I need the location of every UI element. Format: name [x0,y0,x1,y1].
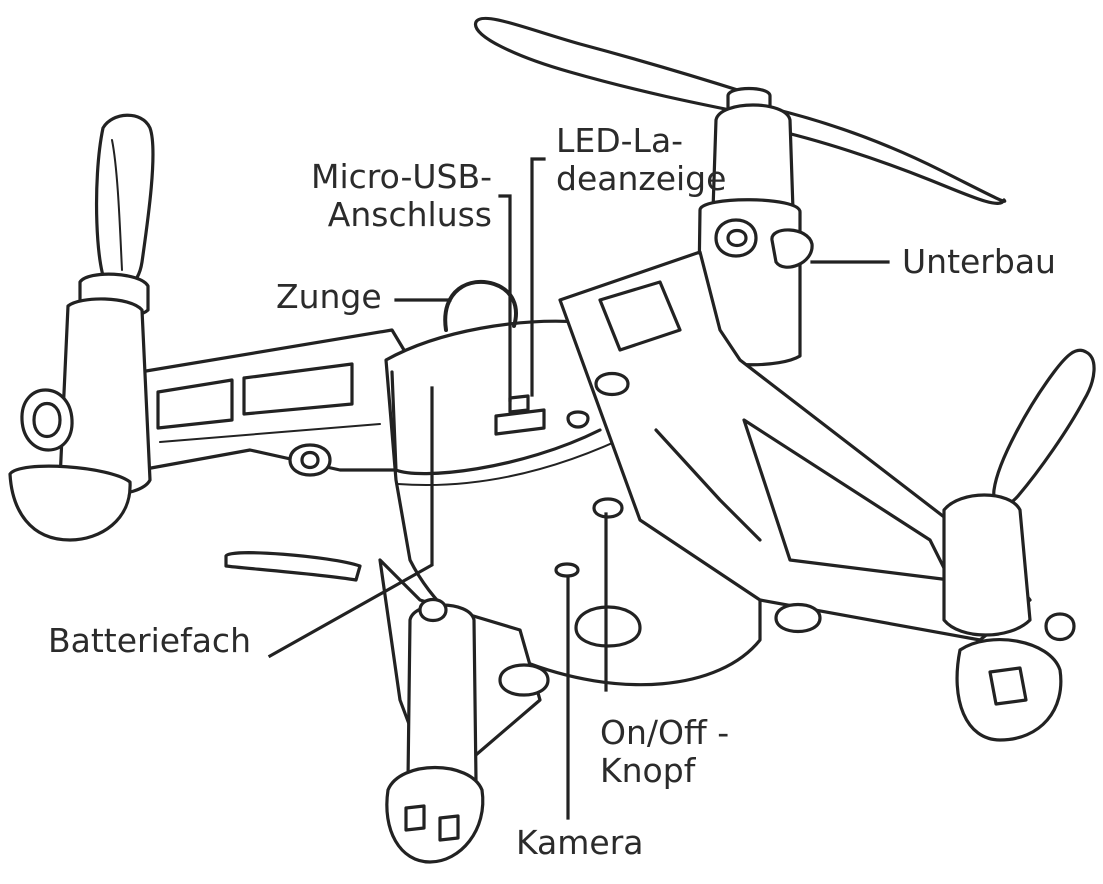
label-zunge: Zunge [276,277,382,316]
label-on-off-button: On/Off - Knopf [600,713,730,790]
label-kamera: Kamera [516,823,644,862]
arm-left [8,297,422,542]
motor-back-right [696,103,814,367]
label-batteriefach: Batteriefach [48,621,251,660]
label-unterbau: Unterbau [902,242,1056,281]
leader-lines [267,157,890,820]
label-led-charge-indicator: LED-La- deanzeige [556,121,727,198]
leader-led [530,157,546,397]
propeller-front-right [992,348,1096,507]
motor-front-left [224,551,550,864]
propeller-back-left [78,113,155,319]
label-micro-usb-port: Micro-USB- Anschluss [311,157,492,234]
motor-front-right [942,493,1076,742]
leader-usb [498,194,512,402]
arm-right [558,250,1032,642]
tongue [443,279,518,332]
leader-batteriefach [267,386,434,659]
